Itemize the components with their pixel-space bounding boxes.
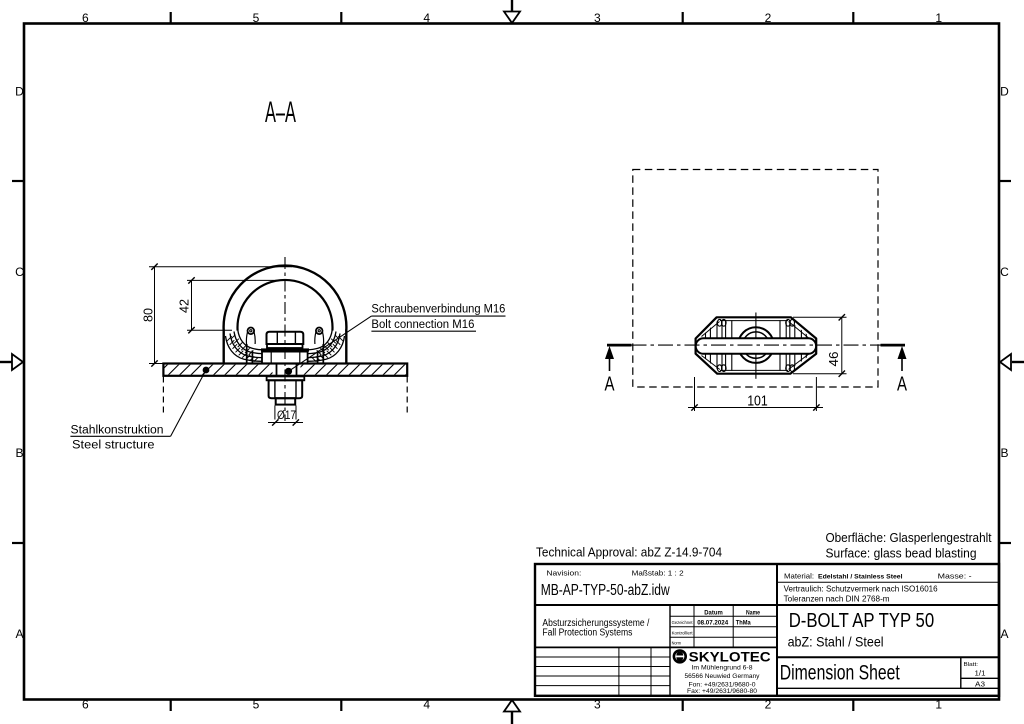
svg-text:1: 1: [935, 698, 942, 712]
svg-text:B: B: [15, 446, 23, 460]
svg-text:Vertraulich: Schutzvermerk nac: Vertraulich: Schutzvermerk nach ISO16016: [784, 584, 938, 593]
svg-text:Gezeichnet: Gezeichnet: [672, 620, 694, 625]
svg-text:D: D: [1000, 85, 1009, 99]
svg-text:101: 101: [747, 394, 768, 410]
svg-text:Surface: glass bead blasting: Surface: glass bead blasting: [826, 546, 977, 561]
svg-text:6: 6: [82, 698, 89, 712]
svg-text:C: C: [15, 265, 24, 279]
svg-text:Schraubenverbindung M16: Schraubenverbindung M16: [371, 304, 505, 316]
svg-text:Fall Protection Systems: Fall Protection Systems: [542, 628, 632, 639]
svg-text:Edelstahl / Stainless Steel: Edelstahl / Stainless Steel: [818, 573, 903, 580]
svg-text:Fax: +49/2631/9680-80: Fax: +49/2631/9680-80: [687, 688, 757, 695]
svg-text:MB-AP-TYP-50-abZ.idw: MB-AP-TYP-50-abZ.idw: [541, 582, 671, 599]
svg-text:A: A: [605, 374, 615, 396]
svg-text:Bolt connection M16: Bolt connection M16: [371, 319, 474, 331]
svg-text:3: 3: [594, 698, 601, 712]
svg-text:Steel structure: Steel structure: [72, 440, 155, 452]
svg-text:5: 5: [253, 698, 260, 712]
svg-text:Datum: Datum: [704, 610, 723, 616]
svg-text:D: D: [15, 85, 24, 99]
svg-text:abZ: Stahl / Steel: abZ: Stahl / Steel: [788, 634, 884, 650]
svg-text:1/1: 1/1: [975, 669, 986, 678]
svg-text:08.07.2024: 08.07.2024: [697, 620, 728, 627]
svg-text:56566 Neuwied Germany: 56566 Neuwied Germany: [685, 673, 761, 680]
svg-text:ThMa: ThMa: [736, 620, 751, 627]
svg-text:80: 80: [141, 308, 156, 322]
svg-text:A: A: [897, 374, 907, 396]
svg-text:2: 2: [765, 11, 772, 25]
svg-text:A3: A3: [975, 679, 985, 688]
svg-text:A: A: [15, 627, 23, 641]
svg-text:Blatt:: Blatt:: [964, 662, 979, 668]
svg-text:C: C: [1000, 265, 1009, 279]
svg-text:6: 6: [82, 11, 89, 25]
svg-text:5: 5: [253, 11, 260, 25]
svg-text:Material:: Material:: [784, 571, 814, 580]
svg-text:Name: Name: [746, 610, 761, 616]
svg-text:Im Mühlengrund 6-8: Im Mühlengrund 6-8: [692, 665, 753, 672]
svg-text:Oberfläche: Glasperlengestrahl: Oberfläche: Glasperlengestrahlt: [826, 530, 992, 545]
svg-text:SKYLOTEC: SKYLOTEC: [689, 649, 771, 664]
svg-text:Stahlkonstruktion: Stahlkonstruktion: [71, 425, 164, 437]
svg-text:Toleranzen nach DIN 2768-m: Toleranzen nach DIN 2768-m: [784, 595, 890, 604]
svg-text:Absturzsicherungssysteme /: Absturzsicherungssysteme /: [542, 618, 649, 629]
svg-text:Fon: +49/2631/9680-0: Fon: +49/2631/9680-0: [689, 682, 756, 689]
svg-text:42: 42: [177, 299, 192, 313]
svg-text:Dimension Sheet: Dimension Sheet: [780, 661, 900, 684]
svg-text:Ø17: Ø17: [277, 410, 296, 422]
svg-text:Norm: Norm: [672, 641, 682, 646]
svg-text:Technical Approval: abZ Z-14.9: Technical Approval: abZ Z-14.9-704: [536, 545, 722, 560]
svg-text:Maßstab: 1 : 2: Maßstab: 1 : 2: [632, 569, 684, 578]
svg-text:3: 3: [594, 11, 601, 25]
svg-text:Masse: -: Masse: -: [938, 571, 973, 580]
svg-text:Kontrolliert: Kontrolliert: [672, 630, 694, 635]
svg-text:A–A: A–A: [265, 96, 296, 129]
svg-text:D-BOLT AP TYP 50: D-BOLT AP TYP 50: [789, 610, 935, 632]
svg-text:4: 4: [423, 698, 430, 712]
svg-text:2: 2: [765, 698, 772, 712]
svg-text:B: B: [1000, 446, 1008, 460]
svg-text:1: 1: [935, 11, 942, 25]
svg-text:4: 4: [423, 11, 430, 25]
svg-text:46: 46: [826, 352, 841, 367]
svg-text:Navision:: Navision:: [546, 569, 581, 578]
svg-text:A: A: [1000, 627, 1008, 641]
